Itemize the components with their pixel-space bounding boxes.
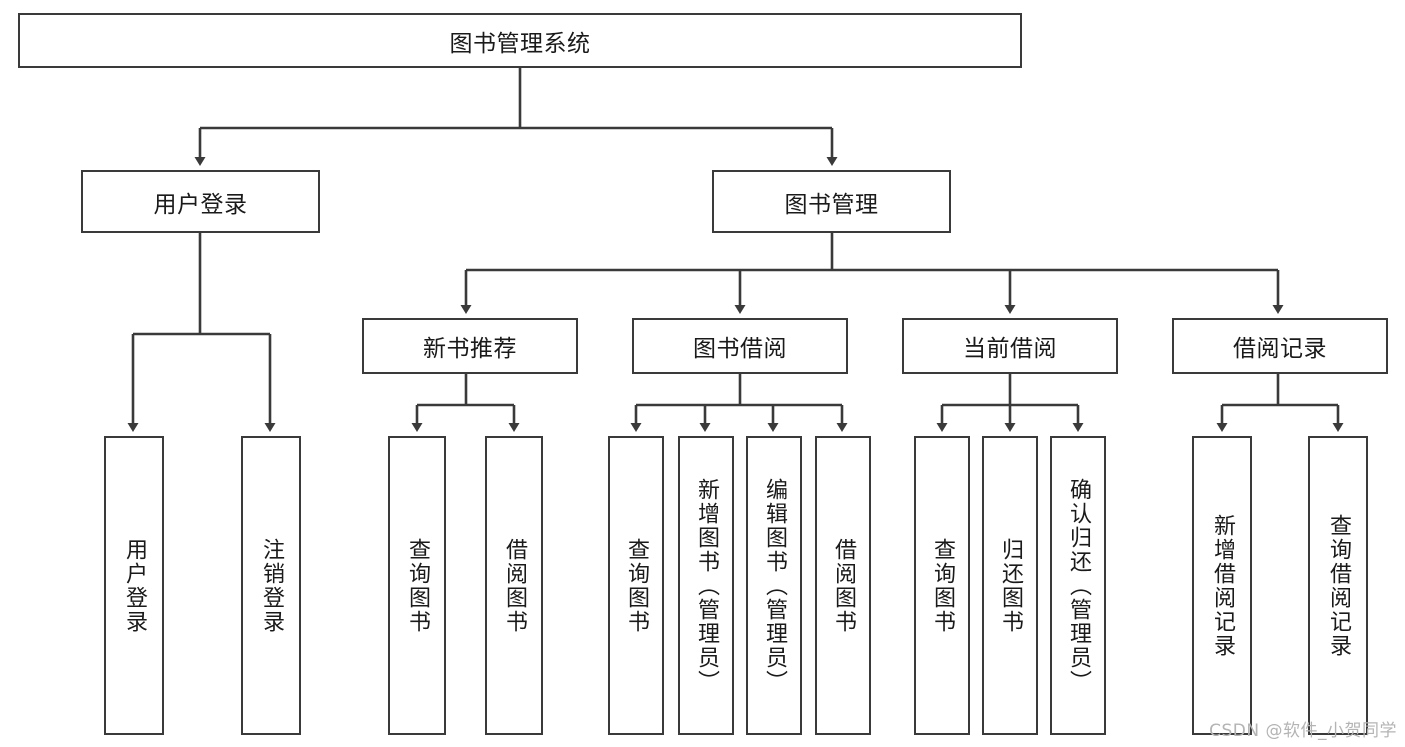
leaf-label: 注销登录	[258, 537, 284, 634]
leaf-label: 查询图书	[929, 537, 955, 634]
leaf-book-borrow-add[interactable]: 新增图书（管理员）	[678, 436, 734, 735]
leaf-current-borrow-query[interactable]: 查询图书	[914, 436, 970, 735]
leaf-new-books-query[interactable]: 查询图书	[388, 436, 446, 735]
leaf-label: 借阅图书	[830, 537, 856, 634]
node-user-login[interactable]: 用户登录	[81, 170, 320, 233]
node-new-book-recommend[interactable]: 新书推荐	[362, 318, 578, 374]
leaf-current-borrow-return[interactable]: 归还图书	[982, 436, 1038, 735]
leaf-book-borrow-borrow[interactable]: 借阅图书	[815, 436, 871, 735]
node-book-management[interactable]: 图书管理	[712, 170, 951, 233]
leaf-label: 借阅图书	[501, 537, 527, 634]
leaf-current-borrow-confirm[interactable]: 确认归还（管理员）	[1050, 436, 1106, 735]
leaf-label: 确认归还（管理员）	[1065, 477, 1091, 694]
leaf-label: 编辑图书（管理员）	[761, 477, 787, 694]
leaf-label: 查询图书	[404, 537, 430, 634]
leaf-user-login-signin[interactable]: 用户登录	[104, 436, 164, 735]
node-book-borrow[interactable]: 图书借阅	[632, 318, 848, 374]
leaf-borrow-record-add[interactable]: 新增借阅记录	[1192, 436, 1252, 735]
leaf-book-borrow-query[interactable]: 查询图书	[608, 436, 664, 735]
leaf-label: 新增图书（管理员）	[693, 477, 719, 694]
leaf-label: 查询借阅记录	[1325, 513, 1351, 658]
leaf-user-login-signout[interactable]: 注销登录	[241, 436, 301, 735]
leaf-borrow-record-query[interactable]: 查询借阅记录	[1308, 436, 1368, 735]
leaf-book-borrow-edit[interactable]: 编辑图书（管理员）	[746, 436, 802, 735]
node-borrow-record[interactable]: 借阅记录	[1172, 318, 1388, 374]
node-current-borrow[interactable]: 当前借阅	[902, 318, 1118, 374]
leaf-label: 查询图书	[623, 537, 649, 634]
leaf-label: 用户登录	[121, 537, 147, 634]
leaf-label: 归还图书	[997, 537, 1023, 634]
leaf-new-books-borrow[interactable]: 借阅图书	[485, 436, 543, 735]
leaf-label: 新增借阅记录	[1209, 513, 1235, 658]
node-root[interactable]: 图书管理系统	[18, 13, 1022, 68]
